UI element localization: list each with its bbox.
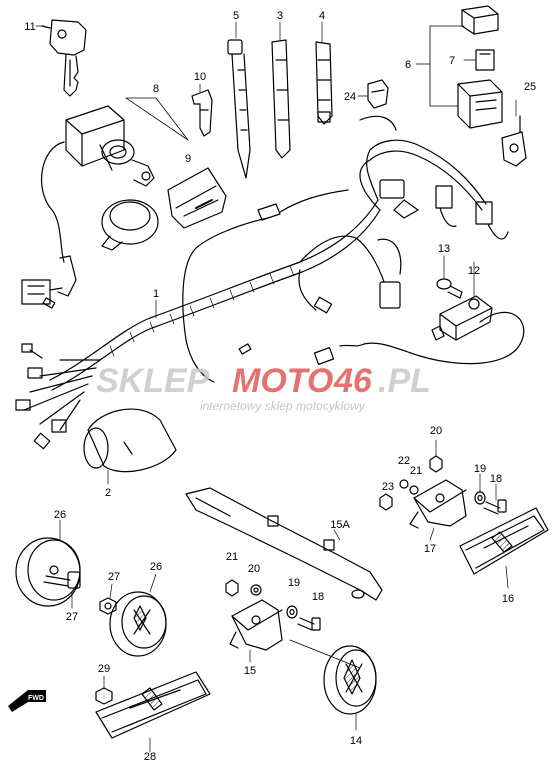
callout-19-rear: 19 xyxy=(474,463,486,475)
washer xyxy=(399,479,409,489)
wire-strap xyxy=(271,39,291,159)
callout-27-mid: 27 xyxy=(108,571,120,583)
callout-12: 12 xyxy=(468,265,480,277)
washer xyxy=(250,584,262,596)
leader-lines xyxy=(35,21,517,753)
nut xyxy=(379,493,393,511)
callout-16: 16 xyxy=(502,593,514,605)
callout-27-left: 27 xyxy=(66,611,78,623)
ignition-switch xyxy=(65,105,155,187)
callout-numbers: 1 2 3 4 5 6 7 8 9 10 11 12 13 14 15 15A … xyxy=(24,10,536,761)
watermark-part-2: MOTO xyxy=(232,362,333,400)
switch-wire xyxy=(40,141,65,263)
callout-13: 13 xyxy=(438,243,450,255)
bolt xyxy=(483,499,507,515)
callout-6: 6 xyxy=(405,59,411,71)
callout-21-rear: 21 xyxy=(410,465,422,477)
wire-strap xyxy=(315,41,333,125)
horn xyxy=(83,408,177,473)
relay xyxy=(457,5,503,129)
callout-8: 8 xyxy=(153,83,159,95)
callout-24: 24 xyxy=(344,91,356,103)
callout-23: 23 xyxy=(382,481,394,493)
reflector xyxy=(459,507,549,575)
callout-11: 11 xyxy=(24,21,35,33)
screw xyxy=(436,278,463,299)
watermark-part-1: SKLEP xyxy=(96,362,210,400)
fwd-label: FWD xyxy=(28,695,44,702)
leader-line xyxy=(429,25,465,107)
callout-5: 5 xyxy=(233,10,239,22)
callout-29: 29 xyxy=(98,663,110,675)
switch-cover xyxy=(167,167,227,229)
callout-20-rear: 20 xyxy=(430,425,442,437)
direction-badge: FWD xyxy=(8,690,46,712)
callout-1: 1 xyxy=(153,288,159,300)
callout-2: 2 xyxy=(105,487,111,499)
callout-26-left: 26 xyxy=(54,509,66,521)
callout-25: 25 xyxy=(524,81,536,93)
headlight xyxy=(15,537,81,607)
callout-10: 10 xyxy=(194,71,206,83)
reflector xyxy=(95,671,211,739)
mounting-bracket xyxy=(185,487,383,601)
light-bracket xyxy=(409,479,467,529)
callout-28: 28 xyxy=(144,751,156,761)
callout-9: 9 xyxy=(185,153,191,165)
washer xyxy=(409,485,419,495)
callout-15: 15 xyxy=(244,665,256,677)
callout-3: 3 xyxy=(277,10,283,22)
callout-4: 4 xyxy=(319,10,325,22)
watermark-part-4: .PL xyxy=(378,362,431,400)
callout-7: 7 xyxy=(449,55,455,67)
clip xyxy=(367,79,389,109)
nut xyxy=(225,579,239,597)
ignition-key xyxy=(41,19,87,97)
switch-cap xyxy=(101,199,159,251)
bolt xyxy=(43,571,81,589)
bracket xyxy=(501,115,527,167)
light-bracket xyxy=(229,599,361,669)
harness-wrap xyxy=(109,265,295,357)
watermark-part-3: 46 xyxy=(333,362,373,400)
callout-18-front: 18 xyxy=(312,591,324,603)
limit-switch xyxy=(313,295,525,365)
round-lamp xyxy=(323,645,377,715)
callout-22: 22 xyxy=(398,455,410,467)
watermark: SKLEP MOTO 46 .PL internetowy sklep moto… xyxy=(96,362,431,413)
callout-15a: 15A xyxy=(330,519,350,531)
callout-17: 17 xyxy=(424,543,436,555)
callout-14: 14 xyxy=(350,735,362,747)
callout-18-rear: 18 xyxy=(490,473,502,485)
main-harness xyxy=(15,115,509,450)
connector-plug xyxy=(21,279,51,305)
callout-21-front: 21 xyxy=(226,551,238,563)
leader-line xyxy=(125,97,189,141)
leader-line xyxy=(155,97,189,141)
bracket xyxy=(191,89,213,137)
washer xyxy=(286,605,298,619)
watermark-subtitle: internetowy sklep motocyklowy xyxy=(200,399,366,413)
nut xyxy=(95,687,113,705)
washer xyxy=(474,491,486,505)
callout-26-mid: 26 xyxy=(150,561,162,573)
callout-19-front: 19 xyxy=(288,577,300,589)
round-lamp xyxy=(109,591,167,657)
switch-wire xyxy=(57,255,77,297)
bolt xyxy=(297,617,321,631)
callout-20-front: 20 xyxy=(248,563,260,575)
nut xyxy=(99,597,117,615)
nut xyxy=(429,455,443,473)
wire-strap xyxy=(227,39,251,179)
